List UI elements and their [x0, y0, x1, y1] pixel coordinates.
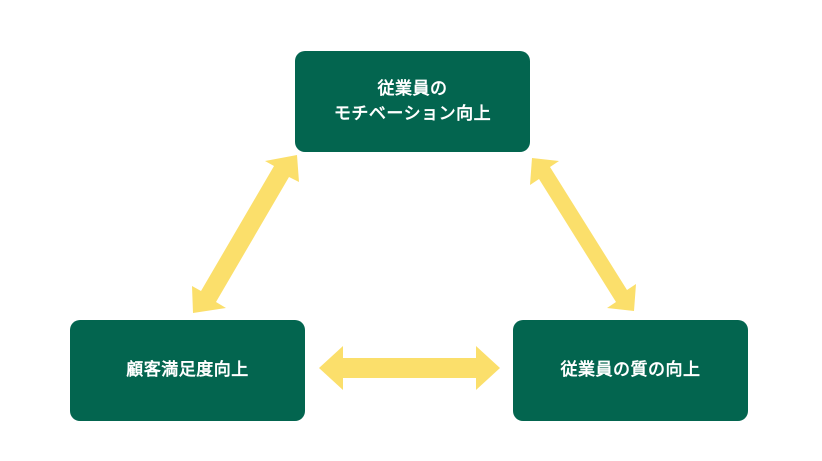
box-employee-quality-label: 従業員の質の向上: [560, 360, 701, 380]
box-employee-motivation: 従業員の モチベーション向上: [295, 51, 530, 152]
box-employee-motivation-line2: モチベーション向上: [333, 103, 492, 124]
double-arrow-bottom: [319, 346, 500, 390]
box-customer-satisfaction: 顧客満足度向上: [70, 320, 305, 421]
box-employee-quality: 従業員の質の向上: [513, 320, 748, 421]
double-arrow-top-right: [530, 158, 636, 311]
double-arrow-top-left: [192, 155, 299, 313]
box-customer-satisfaction-label: 顧客満足度向上: [126, 360, 249, 380]
box-employee-motivation-line1: 従業員の: [377, 78, 448, 99]
